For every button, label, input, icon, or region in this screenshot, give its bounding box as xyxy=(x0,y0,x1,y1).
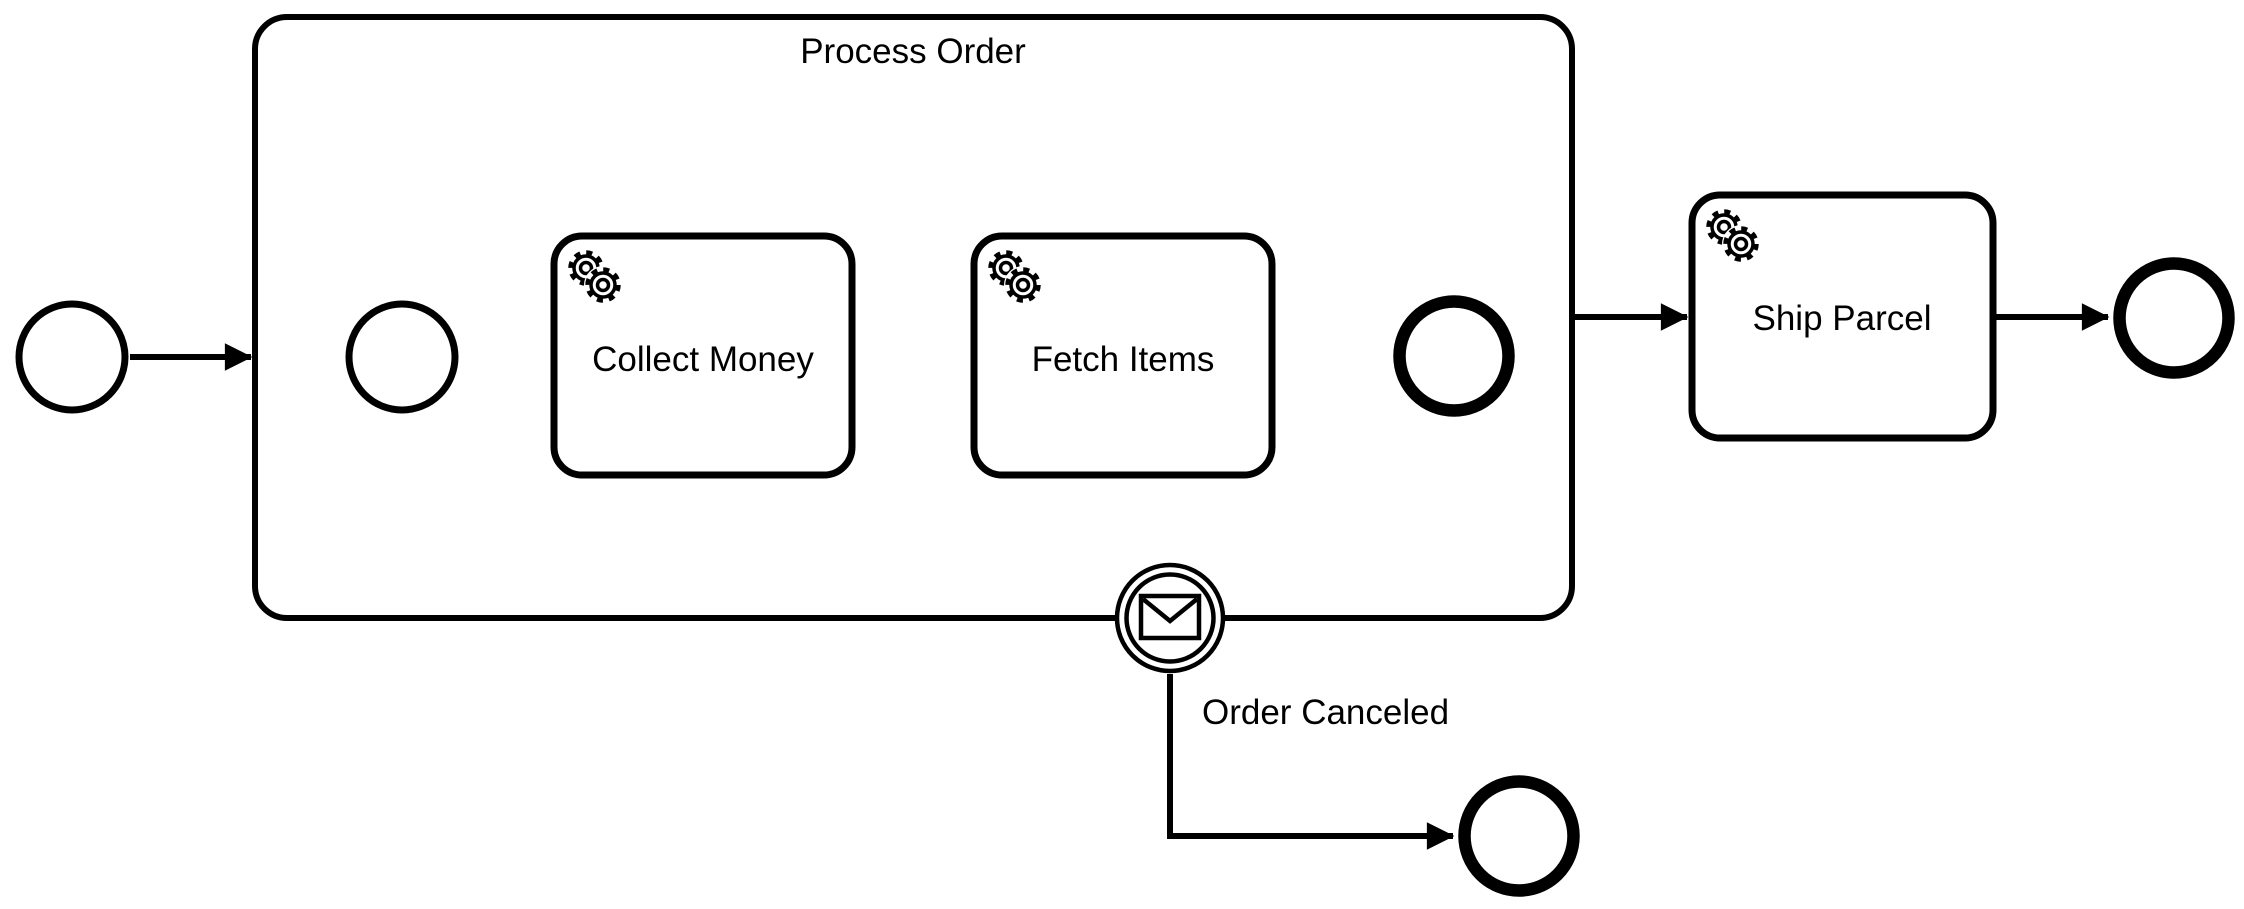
task-fetch-items-border[interactable] xyxy=(970,232,1276,479)
boundary-event-inner-circle xyxy=(1124,572,1216,664)
start-event-subprocess[interactable] xyxy=(345,300,459,414)
task-ship-parcel-border[interactable] xyxy=(1688,191,1997,442)
boundary-event-order-canceled[interactable] xyxy=(1114,562,1226,674)
sequence-flow-boundary-to-canceled-end[interactable] xyxy=(1167,674,1455,850)
end-event-main[interactable] xyxy=(2113,257,2235,379)
envelope-icon xyxy=(1141,596,1199,638)
task-fetch-items-label: Fetch Items xyxy=(1032,340,1215,379)
end-event-subprocess[interactable] xyxy=(1393,295,1515,417)
subprocess-process-order[interactable]: Process Order xyxy=(252,14,1575,621)
task-ship-parcel-label: Ship Parcel xyxy=(1753,299,1932,338)
boundary-event-label: Order Canceled xyxy=(1202,693,1449,732)
end-event-canceled[interactable] xyxy=(1458,775,1580,897)
task-collect-money-label: Collect Money xyxy=(592,340,814,379)
subprocess-label: Process Order xyxy=(800,32,1026,71)
task-ship-parcel[interactable]: Ship Parcel xyxy=(1688,191,1997,442)
start-event-main[interactable] xyxy=(15,300,129,414)
task-collect-money[interactable]: Collect Money xyxy=(550,232,856,479)
task-collect-money-border[interactable] xyxy=(550,232,856,479)
subprocess-border[interactable] xyxy=(252,14,1575,621)
task-fetch-items[interactable]: Fetch Items xyxy=(970,232,1276,479)
